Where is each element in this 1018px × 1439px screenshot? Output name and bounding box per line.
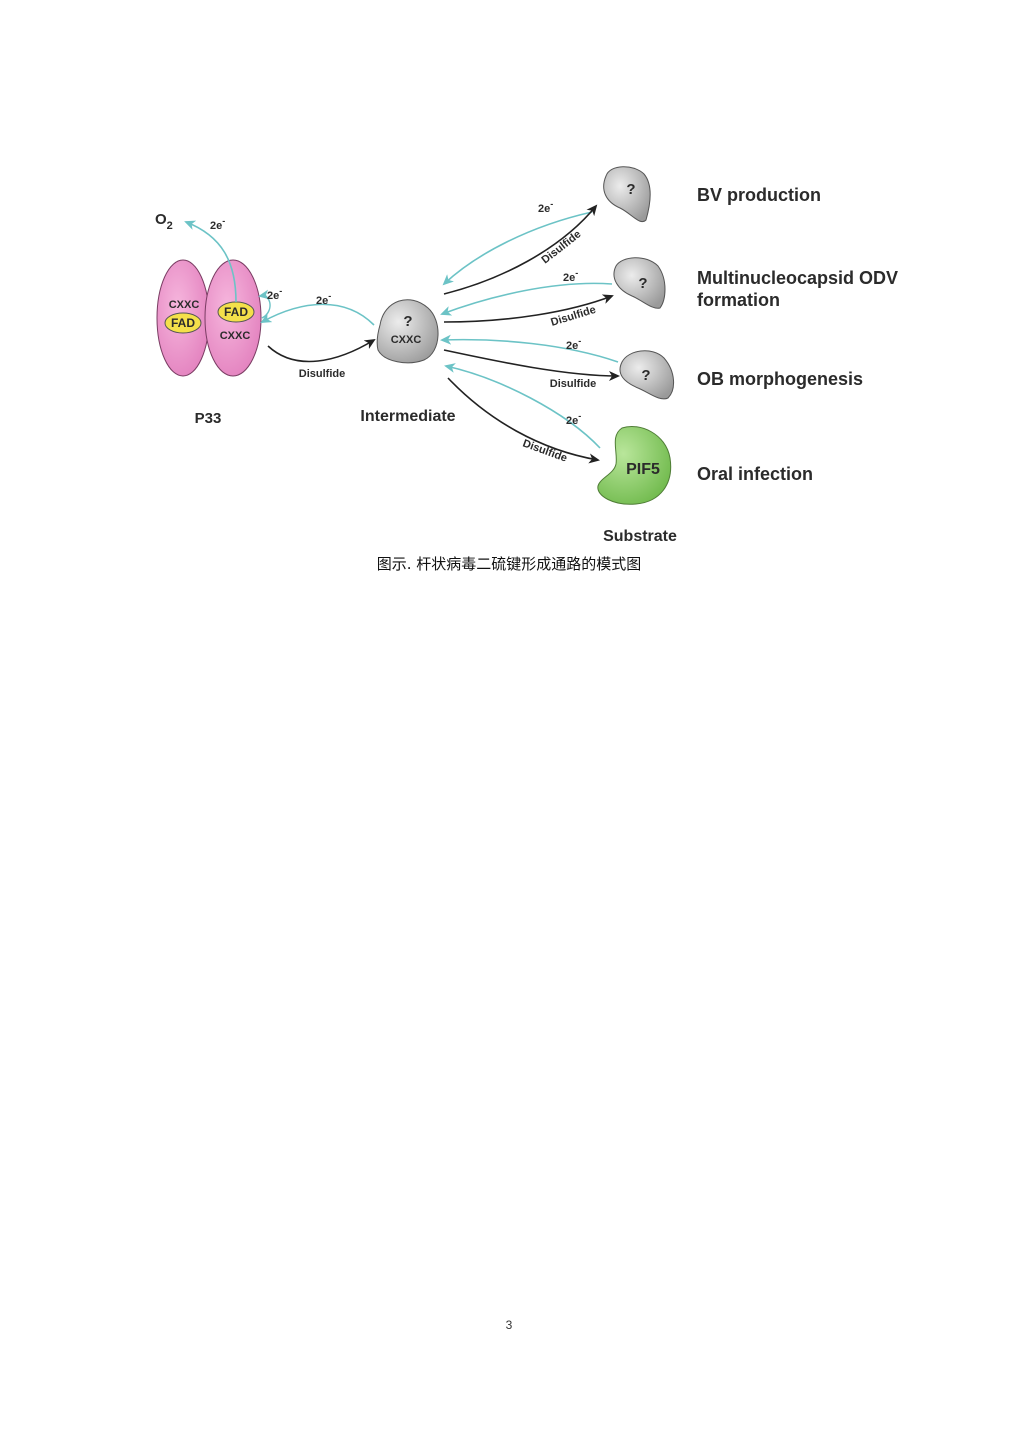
branch3-protein-shape [619, 350, 674, 400]
intermediate-to-p33-electron-arrow [260, 303, 375, 326]
p33-left-fad-disc [164, 312, 202, 334]
branch2-outcome-line2: formation [697, 290, 780, 310]
p33-to-o2-electron-arrow [184, 220, 237, 303]
p33-top-electron-label: 2e- [210, 216, 225, 232]
p33-to-intermediate-disulfide-arrow [267, 338, 376, 363]
branch2-protein-shape [613, 257, 666, 309]
pif5-protein-shape [597, 426, 672, 505]
o2-subscript: 2 [167, 220, 173, 232]
branch4-electron-label: 2e- [566, 411, 581, 427]
page-number: 3 [505, 1318, 513, 1332]
branch1-question: ? [626, 181, 635, 198]
intermediate-electron-label: 2e- [316, 291, 331, 307]
branch1-protein-shape [603, 166, 651, 222]
intermediate-disulfide-label: Disulfide [299, 368, 345, 380]
p33-side-electron-label: 2e- [267, 286, 282, 302]
figure-caption: 图示. 杆状病毒二硫键形成通路的模式图 [376, 555, 642, 573]
branch3-electron-arrow [440, 334, 619, 363]
o2-symbol: O [155, 211, 167, 228]
pathway-diagram: CXXC FAD FAD CXXC P33 O2 2e- 2e- 2e- Dis… [155, 166, 898, 545]
branch1-electron-arrow [442, 211, 593, 286]
branch3-outcome: OB morphogenesis [697, 369, 863, 389]
branch1-electron-label: 2e- [538, 199, 553, 215]
branch3-disulfide-label: Disulfide [550, 378, 596, 390]
p33-right-fad: FAD [224, 305, 248, 319]
branch1-disulfide-arrow [443, 204, 598, 295]
branch1-outcome: BV production [697, 185, 821, 205]
intermediate-cxxc: CXXC [391, 334, 422, 346]
intermediate-question: ? [403, 313, 412, 330]
branch3-disulfide-arrow [443, 349, 620, 381]
intermediate-protein-shape [376, 299, 439, 364]
o2-label: O2 [155, 211, 173, 232]
branch1-disulfide-label: Disulfide [539, 228, 583, 266]
branch2-electron-label: 2e- [563, 268, 578, 284]
branch2-outcome: Multinucleocapsid ODV [697, 268, 898, 288]
p33-label: P33 [195, 410, 222, 427]
pif5-label: PIF5 [626, 461, 660, 478]
p33-right-cxxc: CXXC [220, 330, 251, 342]
p33-left-fad: FAD [171, 316, 195, 330]
p33-left-cxxc: CXXC [169, 299, 200, 311]
branch2-question: ? [638, 275, 647, 292]
branch4-disulfide-label: Disulfide [521, 438, 569, 465]
substrate-label: Substrate [603, 528, 677, 545]
branch2-disulfide-arrow [443, 294, 614, 323]
intermediate-label: Intermediate [360, 408, 455, 425]
branch4-disulfide-arrow [447, 377, 600, 464]
branch4-outcome: Oral infection [697, 464, 813, 484]
branch3-question: ? [641, 367, 650, 384]
branch3-electron-label: 2e- [566, 336, 581, 352]
branch4-electron-arrow [444, 363, 601, 449]
p33-protein: CXXC FAD FAD CXXC [156, 259, 262, 377]
branch2-electron-arrow [440, 282, 613, 316]
